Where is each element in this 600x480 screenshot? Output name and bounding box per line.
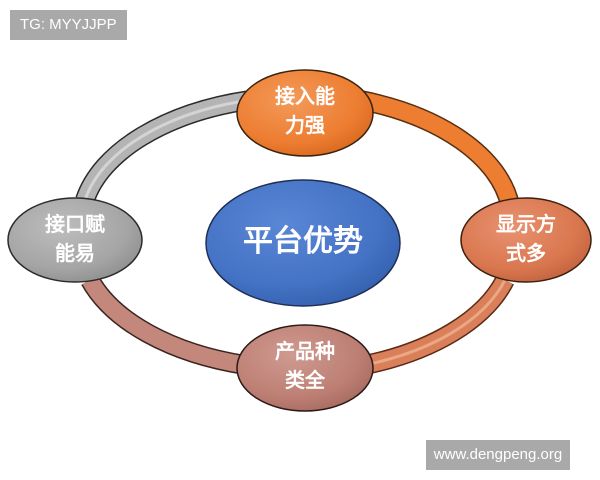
center-ellipse xyxy=(205,179,401,307)
node-right-line1: 显示方 xyxy=(496,212,556,236)
node-right-ellipse xyxy=(460,197,592,283)
node-top-line1: 接入能 xyxy=(275,84,335,108)
watermark-telegram: TG: MYYJJPP xyxy=(10,10,127,40)
node-bottom-ellipse xyxy=(236,324,374,412)
ring-segment-right-bottom xyxy=(362,275,514,375)
node-left-ellipse xyxy=(7,197,143,283)
node-top-label: 接入能 力强 xyxy=(245,82,365,140)
node-right-label: 显示方 式多 xyxy=(466,210,586,268)
ring-segment-bottom-left xyxy=(81,274,247,375)
node-bottom-line2: 类全 xyxy=(285,368,325,392)
node-top-line2: 力强 xyxy=(285,113,325,137)
node-bottom-label: 产品种 类全 xyxy=(245,337,365,395)
center-title: 平台优势 xyxy=(243,224,363,259)
watermark-website: www.dengpeng.org xyxy=(426,440,570,470)
node-top-ellipse xyxy=(236,69,374,157)
node-left-label: 接口赋 能易 xyxy=(15,210,135,268)
ring-segment-top-right xyxy=(358,90,520,208)
node-left-line2: 能易 xyxy=(55,241,95,265)
node-bottom-line1: 产品种 xyxy=(275,339,335,363)
center-label: 平台优势 xyxy=(203,224,403,260)
node-left-line1: 接口赋 xyxy=(45,212,105,236)
ring-segment-left-top xyxy=(75,90,252,204)
node-right-line2: 式多 xyxy=(506,241,546,265)
